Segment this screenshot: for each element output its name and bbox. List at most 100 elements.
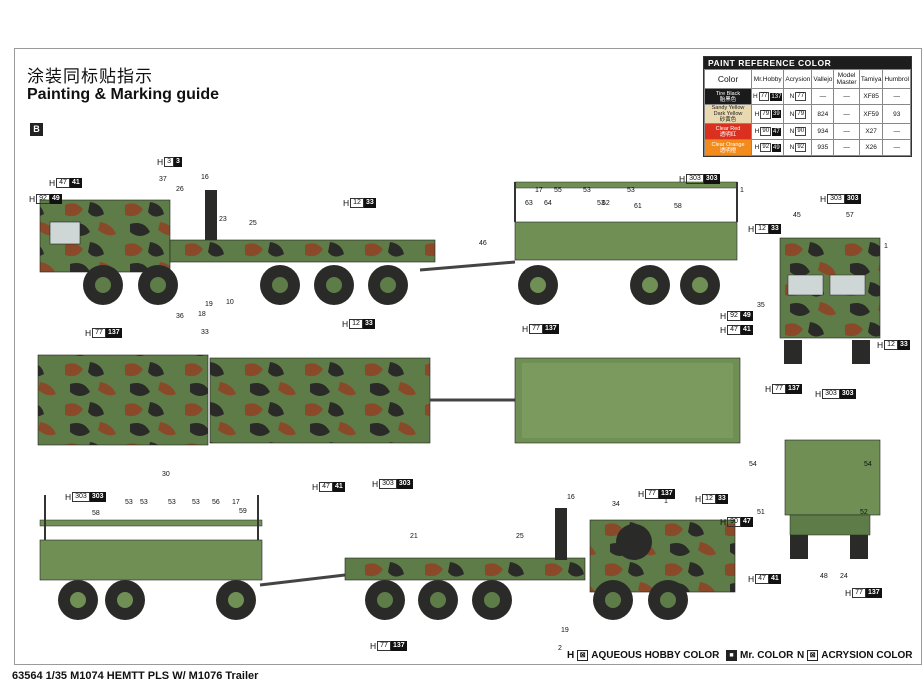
humbrol-code: — <box>882 123 911 140</box>
part-number-label: 16 <box>201 174 209 181</box>
col-header: Acrysion <box>783 69 813 89</box>
legend-aqueous: H⊠ AQUEOUS HOBBY COLOR <box>567 650 720 661</box>
col-header: Tamiya <box>858 69 884 89</box>
tamiya-code: XF85 <box>858 88 884 105</box>
part-number-label: 34 <box>612 501 620 508</box>
part-number-label: 25 <box>249 220 257 227</box>
part-number-label: 25 <box>516 533 524 540</box>
section-badge: B <box>30 123 43 136</box>
part-number-label: 48 <box>820 573 828 580</box>
part-number-label: 46 <box>479 240 487 247</box>
part-number-label: 16 <box>567 494 575 501</box>
part-number-label: 56 <box>212 499 220 506</box>
modelmaster-code: — <box>833 104 860 124</box>
col-header: Color <box>704 69 752 89</box>
part-number-label: 21 <box>410 533 418 540</box>
part-number-label: 58 <box>674 203 682 210</box>
part-number-label: 1 <box>664 498 668 505</box>
legend-acrysion: N⊠ ACRYSION COLOR <box>797 650 913 661</box>
part-number-label: 53 <box>192 499 200 506</box>
title-chinese: 涂装同标贴指示 <box>27 67 153 87</box>
part-number-label: 10 <box>226 299 234 306</box>
part-number-label: 53 <box>597 200 605 207</box>
part-number-label: 17 <box>535 187 543 194</box>
vallejo-code: 824 <box>811 104 835 124</box>
vallejo-code: 934 <box>811 123 835 140</box>
col-header: Model Master <box>833 69 860 89</box>
legend-mr-color: ■ Mr. COLOR <box>726 650 793 661</box>
part-number-label: 53 <box>140 499 148 506</box>
humbrol-code: 93 <box>882 104 911 124</box>
truck-side-view-bottom <box>344 508 736 620</box>
paint-table-title: PAINT REFERENCE COLOR <box>704 57 911 69</box>
truck-side-view-top <box>39 190 436 305</box>
part-number-label: 55 <box>554 187 562 194</box>
part-number-label: 61 <box>634 203 642 210</box>
part-number-label: 62 <box>602 200 610 207</box>
legend-box-icon: ⊠ <box>807 650 819 661</box>
part-number-label: 2 <box>558 645 562 652</box>
paint-reference-table: PAINT REFERENCE COLOR Color Mr.Hobby Acr… <box>703 56 912 157</box>
part-number-label: 19 <box>205 301 213 308</box>
part-number-label: 1 <box>740 187 744 194</box>
part-number-label: 59 <box>239 508 247 515</box>
paint-table-header-row: Color Mr.Hobby Acrysion Vallejo Model Ma… <box>704 69 911 89</box>
vallejo-code: 935 <box>811 139 835 156</box>
part-number-label: 45 <box>793 212 801 219</box>
modelmaster-code: — <box>833 139 860 156</box>
part-number-label: 53 <box>627 187 635 194</box>
trailer-rear-view <box>784 439 881 559</box>
part-number-label: 23 <box>219 216 227 223</box>
tamiya-code: X26 <box>858 139 884 156</box>
tamiya-code: XF59 <box>858 104 884 124</box>
humbrol-code: — <box>882 139 911 156</box>
part-number-label: 33 <box>201 329 209 336</box>
part-number-label: 63 <box>525 200 533 207</box>
part-number-label: 54 <box>749 461 757 468</box>
part-number-label: 51 <box>757 509 765 516</box>
part-number-label: 53 <box>583 187 591 194</box>
modelmaster-code: — <box>833 88 860 105</box>
part-number-label: 24 <box>840 573 848 580</box>
part-number-label: 54 <box>864 461 872 468</box>
part-number-label: 64 <box>544 200 552 207</box>
trailer-side-view-top <box>419 181 738 305</box>
col-header: Mr.Hobby <box>750 69 785 89</box>
modelmaster-code: — <box>833 123 860 140</box>
part-number-label: 18 <box>198 311 206 318</box>
legend-filled-box-icon: ■ <box>726 650 737 661</box>
part-number-label: 36 <box>176 313 184 320</box>
